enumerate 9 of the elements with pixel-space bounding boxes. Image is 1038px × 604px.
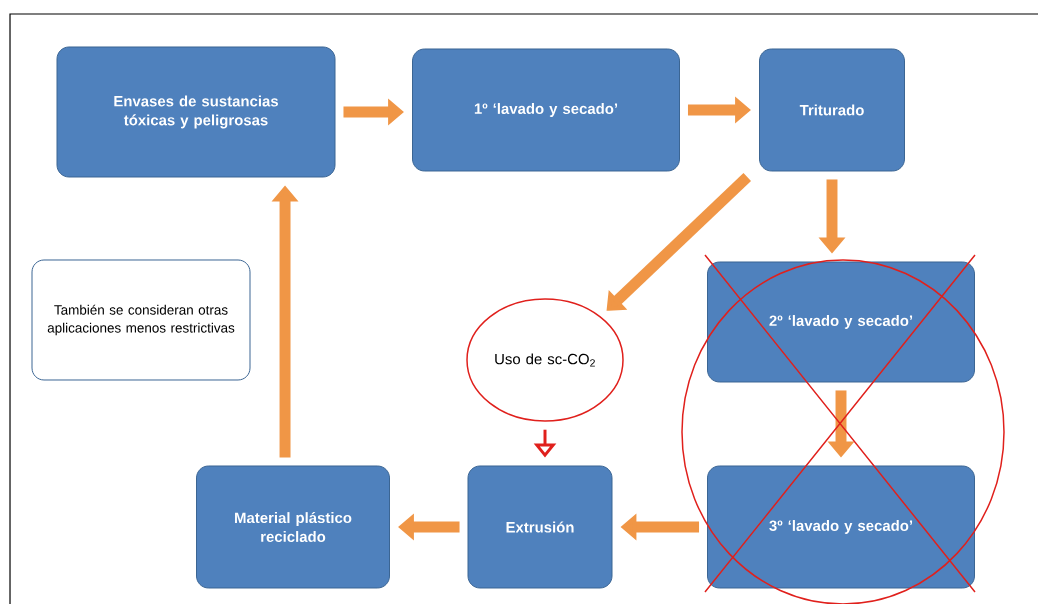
- process-box: Triturado: [759, 48, 905, 172]
- note-box: También se consideran otras aplicaciones menos restrictivas: [31, 259, 251, 381]
- process-box: 1º ‘lavado y secado’: [412, 48, 680, 172]
- arrow: [606, 173, 752, 311]
- process-box: Extrusión: [467, 465, 613, 589]
- process-box: Envases de sustancias tóxicas y peligrosas: [56, 46, 336, 178]
- process-box: 3º ‘lavado y secado’: [707, 465, 975, 589]
- process-box: 2º ‘lavado y secado’: [707, 261, 975, 383]
- process-box: Material plástico reciclado: [196, 465, 390, 589]
